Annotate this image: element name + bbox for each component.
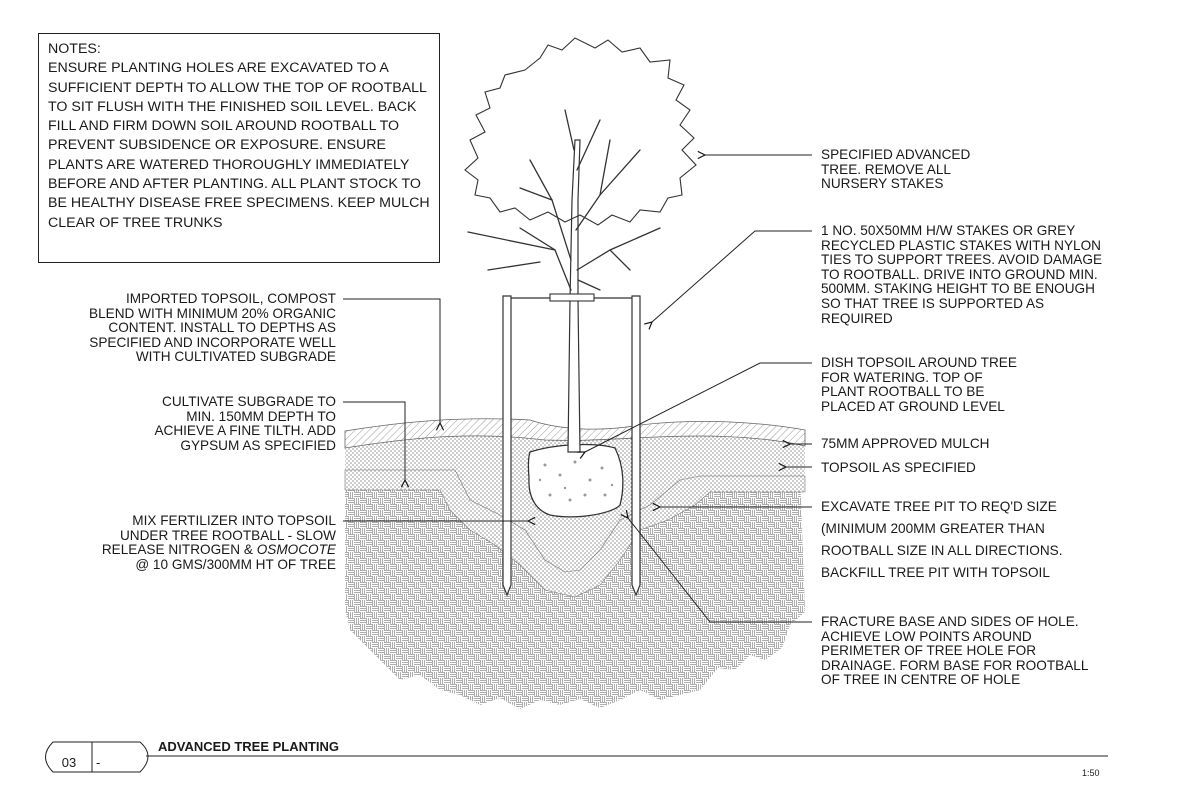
label-fracture: FRACTURE BASE AND SIDES OF HOLE. ACHIEVE… (821, 614, 1089, 688)
notes-title: NOTES: (48, 41, 101, 57)
label-mulch: 75MM APPROVED MULCH (821, 436, 990, 451)
stake-tie-clip (549, 293, 595, 302)
detail-number: 03 (61, 755, 77, 770)
label-fertilizer-brand: OSMOCOTE (256, 542, 336, 558)
leader-lines (343, 155, 812, 623)
tree-pit-band (344, 469, 806, 598)
tree-stakes (502, 295, 641, 597)
detail-scale: 1:50 (1082, 768, 1100, 778)
footer-title-block (45, 741, 1108, 773)
detail-title: ADVANCED TREE PLANTING (158, 739, 340, 754)
label-excavate-1: EXCAVATE TREE PIT TO REQ'D SIZE (821, 499, 1057, 514)
rootball (527, 443, 624, 518)
label-imported-topsoil: IMPORTED TOPSOIL, COMPOST BLEND WITH MIN… (89, 291, 336, 365)
tree-branches (467, 109, 661, 291)
label-fertilizer: MIX FERTILIZER INTO TOPSOIL UNDER TREE R… (30, 513, 336, 572)
label-specified-tree: SPECIFIED ADVANCED TREE. REMOVE ALL NURS… (821, 147, 971, 192)
notes-body: ENSURE PLANTING HOLES ARE EXCAVATED TO A… (48, 60, 430, 231)
label-dish-topsoil: DISH TOPSOIL AROUND TREE FOR WATERING. T… (821, 355, 1017, 414)
label-topsoil: TOPSOIL AS SPECIFIED (821, 460, 976, 475)
label-excavate-2: (MINIMUM 200MM GREATER THAN (821, 521, 1045, 536)
label-fertilizer-rate: @ 10 GMS/300MM HT OF TREE (135, 556, 336, 572)
tree-canopy (464, 37, 697, 226)
label-cultivate-subgrade: CULTIVATE SUBGRADE TO MIN. 150MM DEPTH T… (154, 394, 336, 453)
label-fertilizer-text: MIX FERTILIZER INTO TOPSOIL UNDER TREE R… (101, 513, 336, 558)
rootball-speckles (538, 460, 614, 502)
notes-box: NOTES: ENSURE PLANTING HOLES ARE EXCAVAT… (38, 33, 440, 263)
label-excavate-3: ROOTBALL SIZE IN ALL DIRECTIONS. (821, 543, 1063, 558)
label-stakes: 1 NO. 50X50MM H/W STAKES OR GREY RECYCLE… (821, 223, 1103, 326)
label-excavate-4: BACKFILL TREE PIT WITH TOPSOIL (821, 565, 1050, 580)
detail-revision: - (96, 755, 101, 770)
